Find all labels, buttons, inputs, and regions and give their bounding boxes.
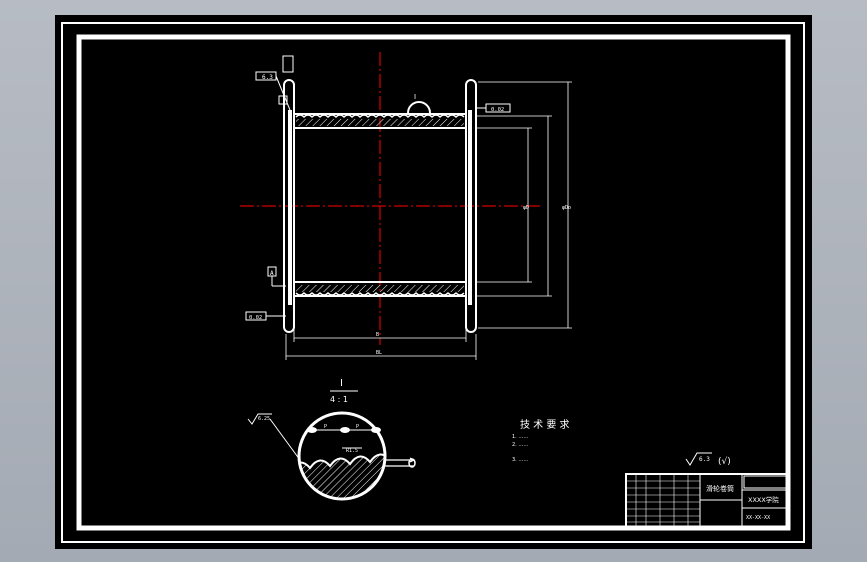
sheet-inner-border xyxy=(76,34,791,531)
right-flange xyxy=(465,79,477,333)
tech-req-1: 1. …… xyxy=(512,434,528,440)
detail-title: I xyxy=(340,378,343,389)
detail-right-mark xyxy=(408,458,416,468)
general-roughness-symbol xyxy=(685,452,712,466)
left-tolerance-value: 0.02 xyxy=(249,315,262,321)
detail-scale: 4 : 1 xyxy=(330,395,348,404)
right-flange-hub xyxy=(468,110,472,305)
detail-roughness-value: 6.25 xyxy=(258,416,270,422)
overall-dim-text: BL xyxy=(376,350,382,356)
title-block-frame xyxy=(625,473,789,529)
tech-req-2: 2. …… xyxy=(512,442,528,448)
detail-marker-label: I xyxy=(414,93,416,101)
detail-roughness-leader xyxy=(269,418,301,461)
flange-dim-text: φDo xyxy=(562,205,571,211)
record-grid xyxy=(626,474,700,528)
bore-dim-text: φD xyxy=(523,205,529,211)
general-roughness: 6.3 (√) xyxy=(685,452,731,467)
flange-tolerance-value: 0.02 xyxy=(491,107,504,113)
width-dim-text: B xyxy=(376,332,379,338)
sheet-outer-border xyxy=(61,22,805,543)
general-roughness-rest: (√) xyxy=(718,456,731,467)
title-block[interactable]: 滑轮卷筒 XXXX学院 XX-XX-XX xyxy=(625,473,789,529)
roughness-top-value: 6.3 xyxy=(262,74,273,81)
left-flange xyxy=(283,79,295,333)
left-leader-top xyxy=(275,75,291,111)
title-block-top-right xyxy=(743,475,787,489)
detail-marker-arc xyxy=(407,101,431,114)
general-roughness-value: 6.3 xyxy=(699,456,710,463)
left-tolerance-frame-top xyxy=(282,55,294,73)
detail-pitch-mark-3 xyxy=(371,427,381,433)
detail-roughness-symbol xyxy=(247,413,272,425)
drum-section-view[interactable]: I 6.3 A 0.02 0.02 φD φDo B xyxy=(240,52,572,360)
title-school: XXXX学院 xyxy=(748,495,779,504)
datum-label: A xyxy=(270,270,274,277)
lower-rope-grooves xyxy=(295,291,465,296)
title-drawing-no: XX-XX-XX xyxy=(746,515,770,521)
upper-shell-hatch xyxy=(296,119,464,126)
datum-box-top xyxy=(278,95,288,105)
tech-title: 技 术 要 求 xyxy=(520,418,570,431)
detail-pitch-mark-1 xyxy=(307,427,317,433)
tech-req-3: 3. …… xyxy=(512,457,528,463)
detail-pitch-mark-2 xyxy=(340,427,350,433)
left-flange-hub xyxy=(288,110,292,305)
detail-radius-text: R1.5 xyxy=(346,448,358,454)
detail-pitch-text-2: P xyxy=(356,424,359,430)
upper-rope-grooves xyxy=(295,114,465,119)
technical-requirements[interactable]: 技 术 要 求 1. …… 2. …… 3. …… xyxy=(512,418,570,463)
title-part-name: 滑轮卷筒 xyxy=(706,484,734,493)
detail-pitch-text-1: P xyxy=(324,424,327,430)
lower-shell-hatch xyxy=(296,285,464,292)
